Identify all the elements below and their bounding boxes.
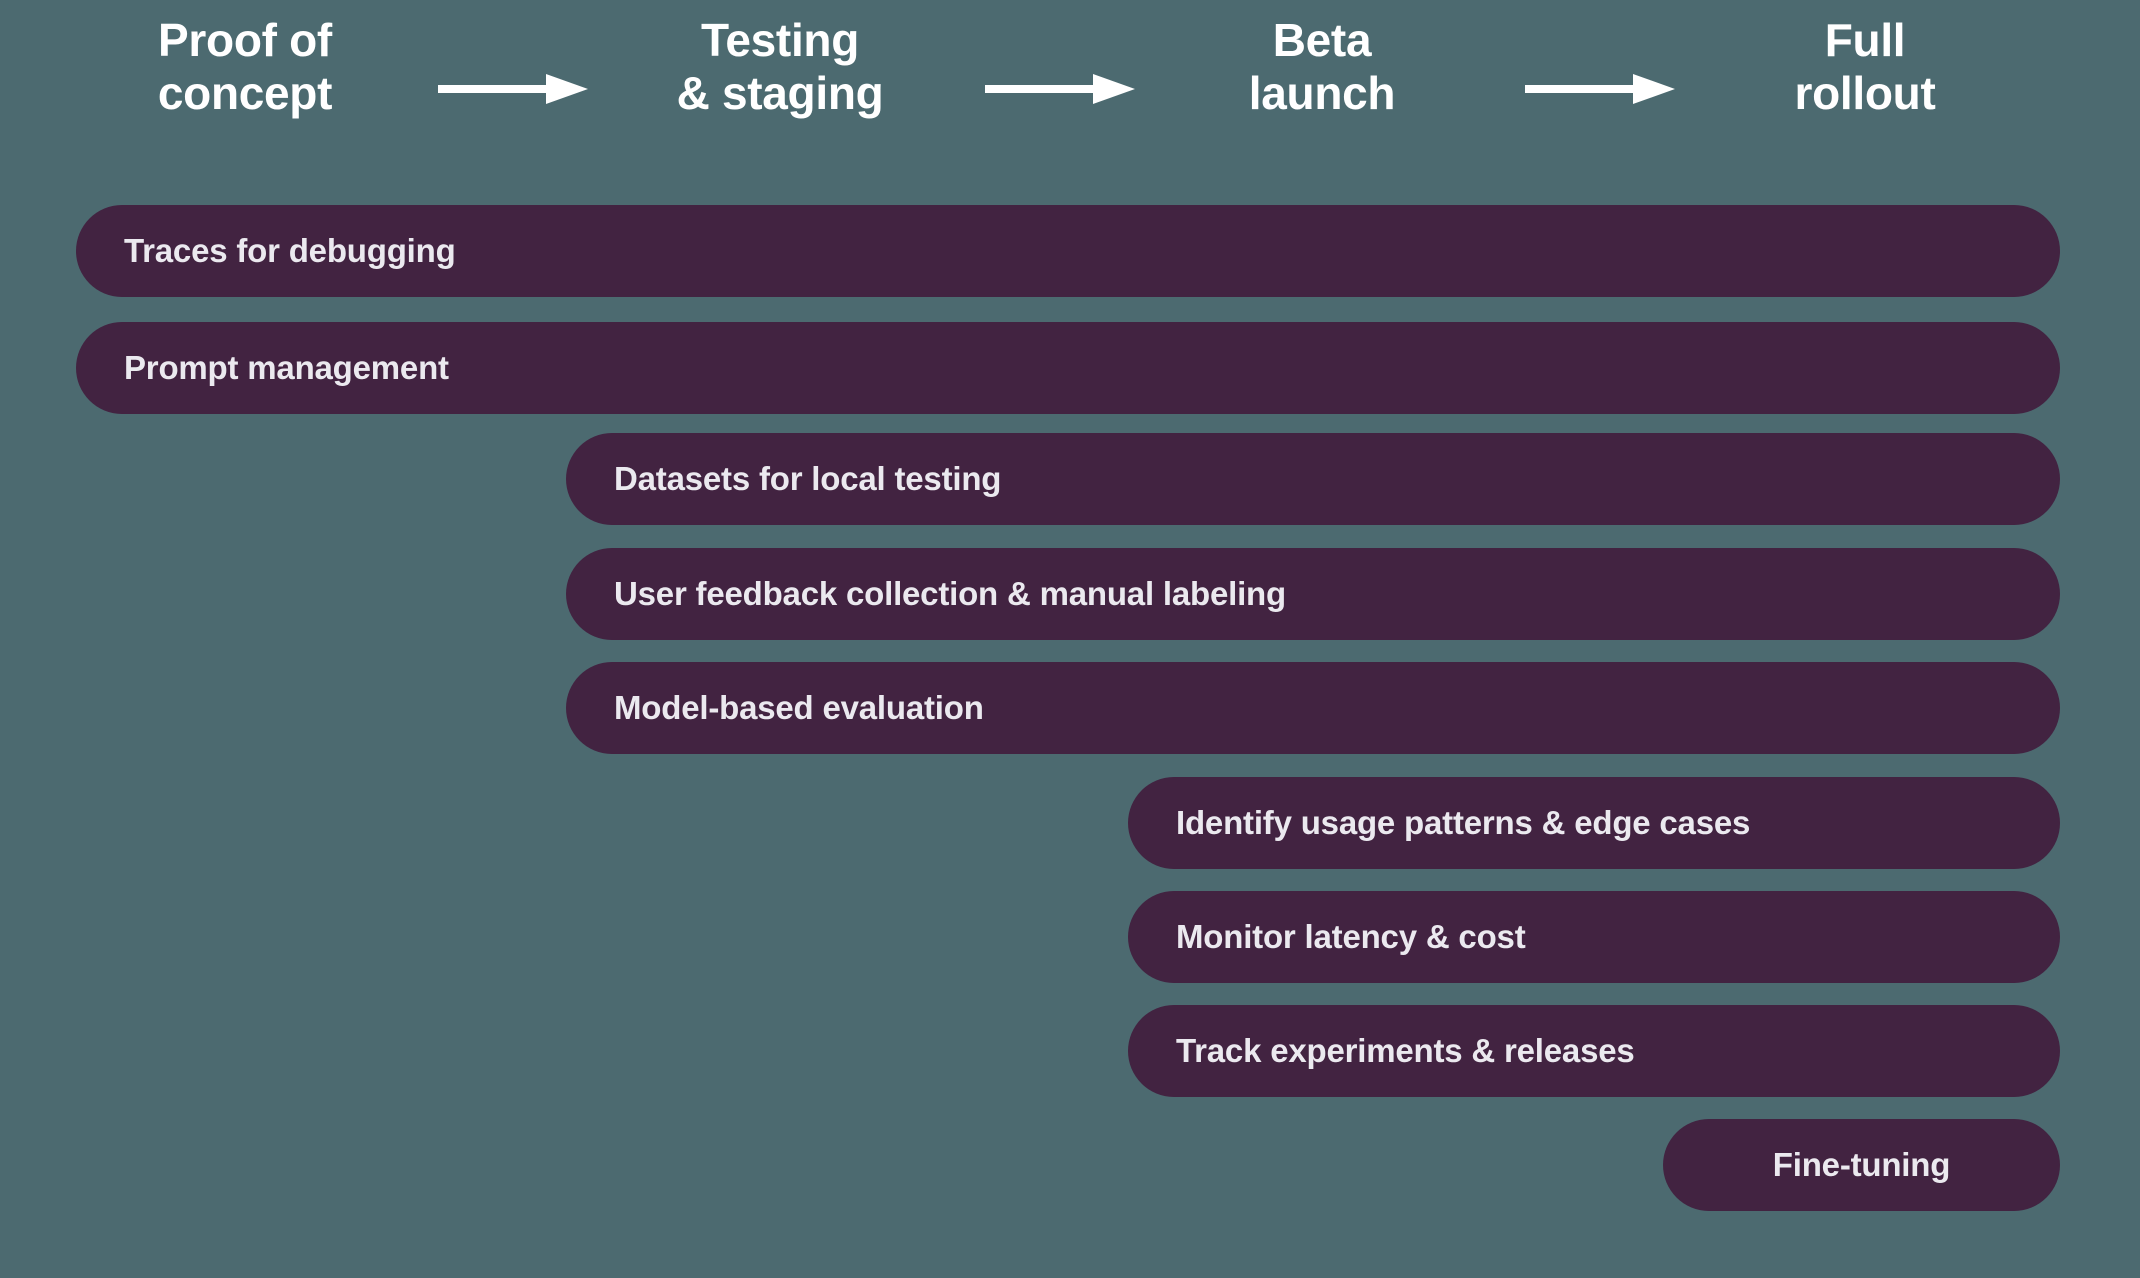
capability-bar: Monitor latency & cost: [1128, 891, 2060, 983]
capability-bar-label: Monitor latency & cost: [1176, 918, 1526, 955]
capability-bar-label: Fine-tuning: [1772, 1146, 1951, 1183]
arrow-right-icon-3: [1525, 72, 1675, 106]
phase-label-full-rollout: Full rollout: [1794, 14, 1936, 119]
arrow-right-icon-2: [985, 72, 1135, 106]
phase-label-beta-launch: Beta launch: [1248, 14, 1396, 119]
phase-label-proof-of-concept: Proof of concept: [157, 14, 333, 119]
capability-bar-label: Prompt management: [124, 349, 449, 386]
capability-bar: Track experiments & releases: [1128, 1005, 2060, 1097]
phase-label-testing-and-staging: Testing & staging: [676, 14, 884, 119]
capability-bar: Prompt management: [76, 322, 2060, 414]
capability-bar-label: Traces for debugging: [124, 232, 456, 269]
capability-bar-label: Identify usage patterns & edge cases: [1176, 804, 1751, 841]
capability-bar-label: User feedback collection & manual labeli…: [614, 575, 1286, 612]
capability-bar: Fine-tuning: [1663, 1119, 2060, 1211]
phase-header-row: Proof of concept Testing & staging Beta …: [0, 0, 2140, 168]
capability-bar: Model-based evaluation: [566, 662, 2060, 754]
capability-bar-label: Datasets for local testing: [614, 460, 1002, 497]
capability-bar: Identify usage patterns & edge cases: [1128, 777, 2060, 869]
capability-bar: Datasets for local testing: [566, 433, 2060, 525]
capability-bar-label: Model-based evaluation: [614, 689, 984, 726]
arrow-right-icon-1: [438, 72, 588, 106]
capability-bar: Traces for debugging: [76, 205, 2060, 297]
capability-bar-label: Track experiments & releases: [1176, 1032, 1635, 1069]
capability-bar: User feedback collection & manual labeli…: [566, 548, 2060, 640]
